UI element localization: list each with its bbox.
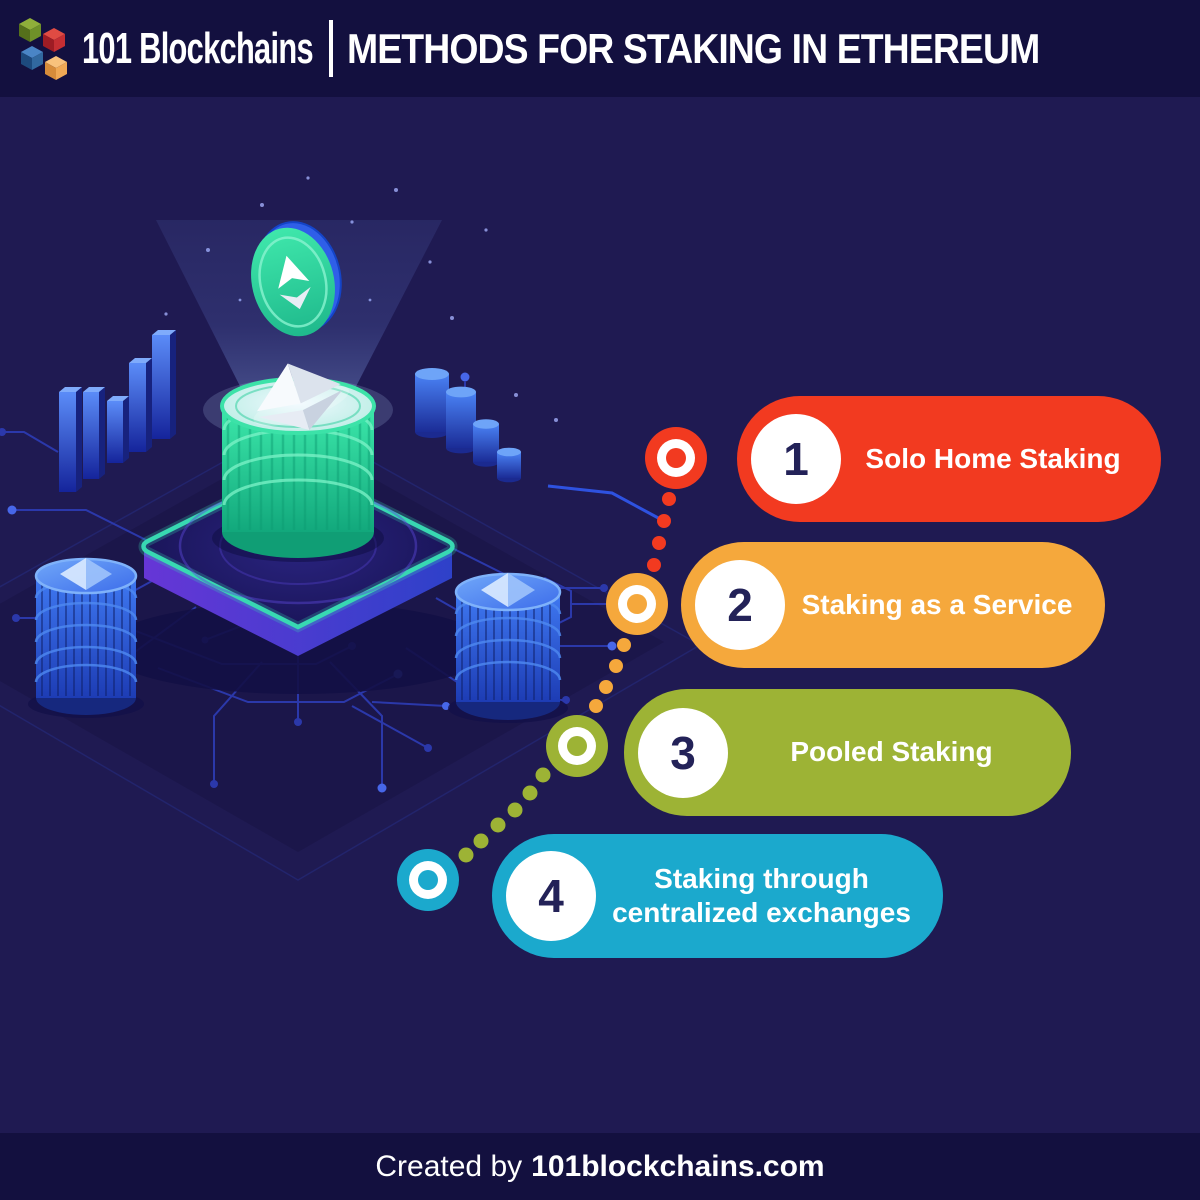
header-bar: 101 Blockchains METHODS FOR STAKING IN E… (0, 0, 1200, 97)
timeline-node-hole (666, 448, 686, 468)
page-title: METHODS FOR STAKING IN ETHEREUM (347, 24, 1040, 72)
timeline-node-ring (558, 727, 596, 765)
main-coin-stack (203, 363, 393, 558)
method-number: 1 (783, 433, 809, 485)
method-label: Pooled Staking (790, 736, 993, 768)
stars (118, 176, 558, 422)
logo-cube-blue (21, 46, 43, 70)
method-pill-1: 1 Solo Home Staking (737, 396, 1161, 522)
footer-site-name: 101blockchains.com (531, 1149, 825, 1183)
dotted-connector-2-3 (589, 638, 631, 713)
footer-credit-text: Created by (375, 1149, 523, 1183)
method-label: Staking as a Service (801, 588, 1073, 620)
method-pill-4: 4 Staking through centralized exchanges (492, 834, 943, 958)
floating-eth-coin (251, 221, 342, 337)
timeline-node-ring (409, 861, 447, 899)
dotted-connector-1-2 (647, 492, 676, 572)
right-coin-stack (448, 572, 568, 723)
method-number-badge: 3 (638, 707, 728, 798)
method-pill-3: 3 Pooled Staking (624, 689, 1071, 816)
method-number: 3 (670, 726, 696, 779)
logo-cube-orange (45, 56, 67, 80)
method-number: 4 (538, 870, 564, 922)
bar-chart-columns (59, 330, 176, 492)
logo-cube-red (43, 28, 65, 52)
101-blockchains-logo-icon (19, 18, 67, 80)
timeline-node-1 (645, 427, 707, 489)
timeline-node-ring (657, 439, 695, 477)
method-pill-2: 2 Staking as a Service (681, 542, 1105, 668)
timeline-node-hole (418, 870, 438, 890)
timeline-node-2 (606, 573, 668, 635)
method-label: Solo Home Staking (865, 442, 1121, 474)
logo-cube-green (19, 18, 41, 42)
ethereum-diamond (253, 363, 350, 431)
timeline-node-ring (618, 585, 656, 623)
isometric-platform (103, 460, 493, 694)
method-number: 2 (727, 579, 753, 631)
method-label: Staking through centralized exchanges (612, 862, 911, 928)
light-beam (156, 220, 442, 400)
brand-name: 101 Blockchains (82, 23, 314, 73)
timeline-node-4 (397, 849, 459, 911)
method-number-badge: 2 (695, 560, 785, 650)
method-number-badge: 4 (506, 851, 596, 941)
timeline-node-3 (546, 715, 608, 777)
cylinder-columns (415, 368, 521, 483)
timeline-node-hole (627, 594, 647, 614)
left-coin-stack (28, 557, 144, 718)
ground-plane (0, 419, 702, 881)
header-divider (329, 20, 333, 77)
footer-bar: Created by 101blockchains.com (0, 1133, 1200, 1200)
method-number-badge: 1 (751, 414, 841, 504)
timeline-node-hole (567, 736, 587, 756)
